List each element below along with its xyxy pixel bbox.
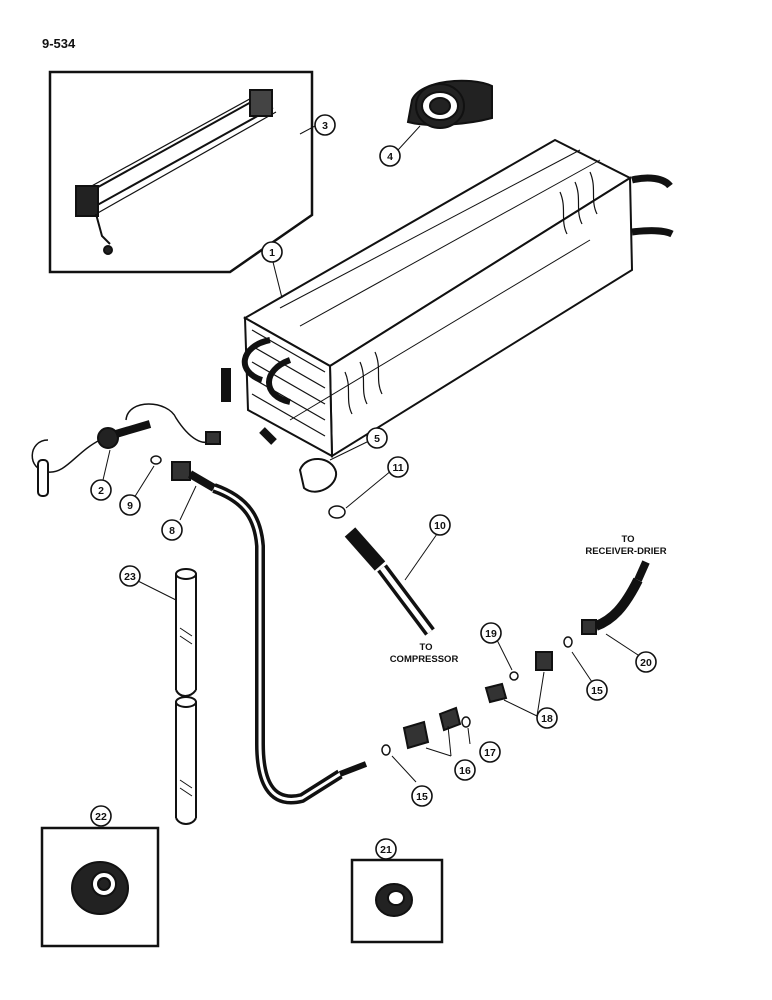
callout-5: 5 — [374, 433, 380, 445]
inset-evaporator — [80, 94, 274, 210]
grommet-22-panel — [40, 826, 160, 948]
insulation-tube — [175, 568, 197, 825]
callout-1: 1 — [269, 247, 275, 259]
expansion-valve — [31, 403, 221, 497]
union-fitting-18a — [535, 651, 553, 671]
grommet-21-panel — [350, 858, 444, 944]
seal-roll — [406, 79, 493, 129]
to-receiver-note-line2: RECEIVER-DRIER — [585, 546, 666, 557]
o-ring-15-left — [381, 744, 391, 756]
callout-21: 21 — [380, 844, 392, 856]
callout-20: 20 — [640, 657, 652, 669]
o-ring-11 — [328, 505, 346, 519]
o-ring-17 — [461, 716, 471, 728]
suction-hose — [344, 527, 435, 636]
to-compressor-note-line1: TO — [419, 642, 432, 653]
page-number: 9-534 — [42, 36, 76, 51]
callout-16: 16 — [459, 765, 471, 777]
callout-22: 22 — [95, 811, 107, 823]
callout-19: 19 — [485, 628, 497, 640]
callout-17: 17 — [484, 747, 496, 759]
callout-3: 3 — [322, 120, 328, 132]
to-compressor-note-line2: COMPRESSOR — [390, 654, 459, 665]
to-receiver-note-line1: TO — [621, 534, 634, 545]
leader-lines — [102, 125, 639, 783]
callout-11: 11 — [392, 462, 403, 474]
callout-10: 10 — [434, 520, 446, 532]
hose-clamp — [298, 458, 338, 493]
callout-18: 18 — [541, 713, 553, 725]
callout-8: 8 — [169, 525, 175, 537]
callout-4: 4 — [387, 151, 393, 163]
callout-15-right: 15 — [591, 685, 603, 697]
o-ring-9 — [150, 455, 162, 465]
callout-15-left: 15 — [416, 791, 428, 803]
o-ring-15-right — [563, 636, 573, 648]
evaporator-core — [221, 138, 674, 458]
liquid-line-hose — [171, 461, 368, 805]
callout-9: 9 — [127, 500, 133, 512]
fitting-16b — [402, 720, 430, 750]
callout-circles — [90, 114, 657, 860]
o-ring-19 — [509, 671, 519, 681]
nut-18b — [484, 682, 508, 704]
callout-23: 23 — [124, 571, 136, 583]
fitting-16a — [438, 706, 462, 732]
callout-2: 2 — [98, 485, 104, 497]
receiver-drier-fitting — [581, 560, 650, 635]
